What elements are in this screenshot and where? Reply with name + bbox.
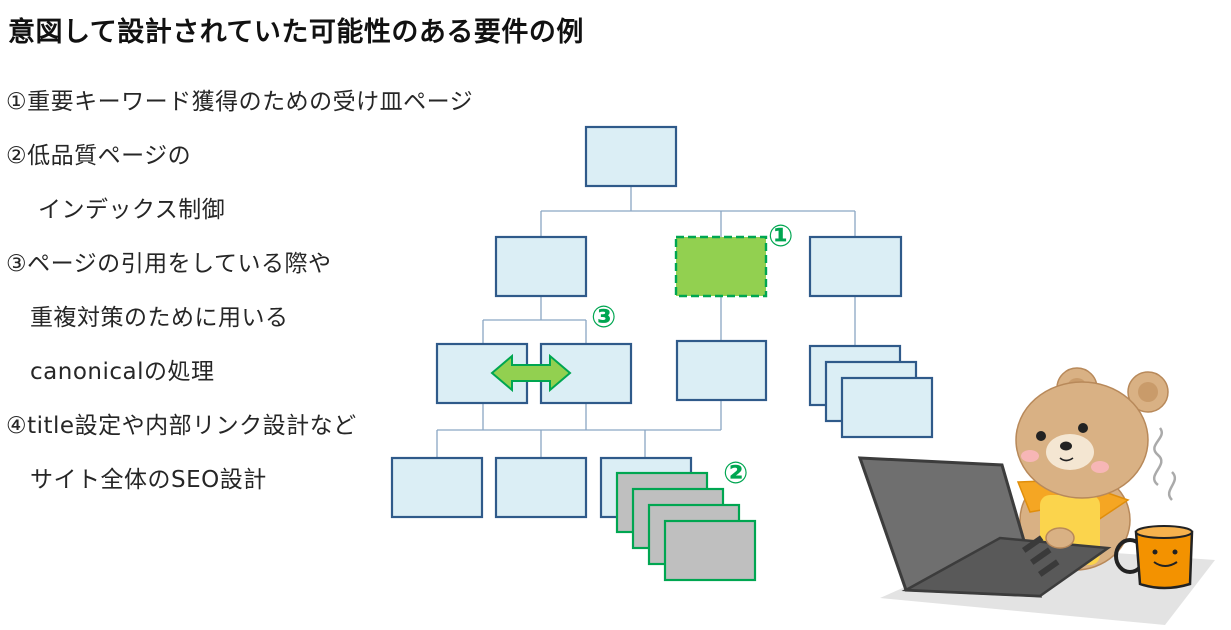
requirement-3-line-b: 重複対策のために用いる	[30, 305, 289, 331]
requirement-2-line-a: ②低品質ページの	[6, 143, 192, 169]
requirement-4-line-b: サイト全体のSEO設計	[30, 467, 267, 493]
canonical-double-arrow	[490, 353, 572, 393]
bear-nose	[1060, 441, 1072, 451]
leaf-page-box-2	[494, 456, 588, 519]
requirement-3-line-a: ③ページの引用をしている際や	[6, 251, 332, 277]
bear-paw	[1045, 527, 1075, 549]
stacked-page-box-3	[840, 376, 934, 439]
child-page-box-center	[675, 339, 768, 402]
low-quality-page-4	[663, 519, 757, 582]
coffee-mug-icon	[1134, 530, 1194, 590]
requirement-2-line-b: インデックス制御	[38, 197, 226, 223]
tree-connectors	[436, 186, 856, 458]
laptop-keys	[1022, 535, 1060, 577]
top-page-box	[584, 125, 678, 188]
bear-right-cheek	[1091, 461, 1109, 473]
category-page-box-right	[808, 235, 903, 298]
laptop-base	[901, 536, 1112, 598]
steam-icon	[1152, 427, 1163, 486]
landing-page-highlight-box	[674, 235, 768, 298]
bear-laptop-illustration	[857, 367, 1215, 625]
badge-two: ②	[723, 456, 748, 491]
bear-right-eye	[1078, 423, 1088, 433]
bear-muzzle	[1046, 434, 1094, 470]
requirement-1-line: ①重要キーワード獲得のための受け皿ページ	[6, 89, 474, 115]
bear-left-cheek	[1021, 450, 1039, 462]
badge-one: ①	[768, 219, 793, 254]
requirement-3-line-c: canonicalの処理	[30, 359, 215, 385]
bear-left-eye	[1036, 431, 1046, 441]
category-page-box-left	[494, 235, 588, 298]
page-title: 意図して設計されていた可能性のある要件の例	[8, 17, 584, 48]
badge-three: ③	[591, 300, 616, 335]
leaf-page-box-1	[390, 456, 484, 519]
requirement-4-line-a: ④title設定や内部リンク設計など	[6, 413, 357, 439]
